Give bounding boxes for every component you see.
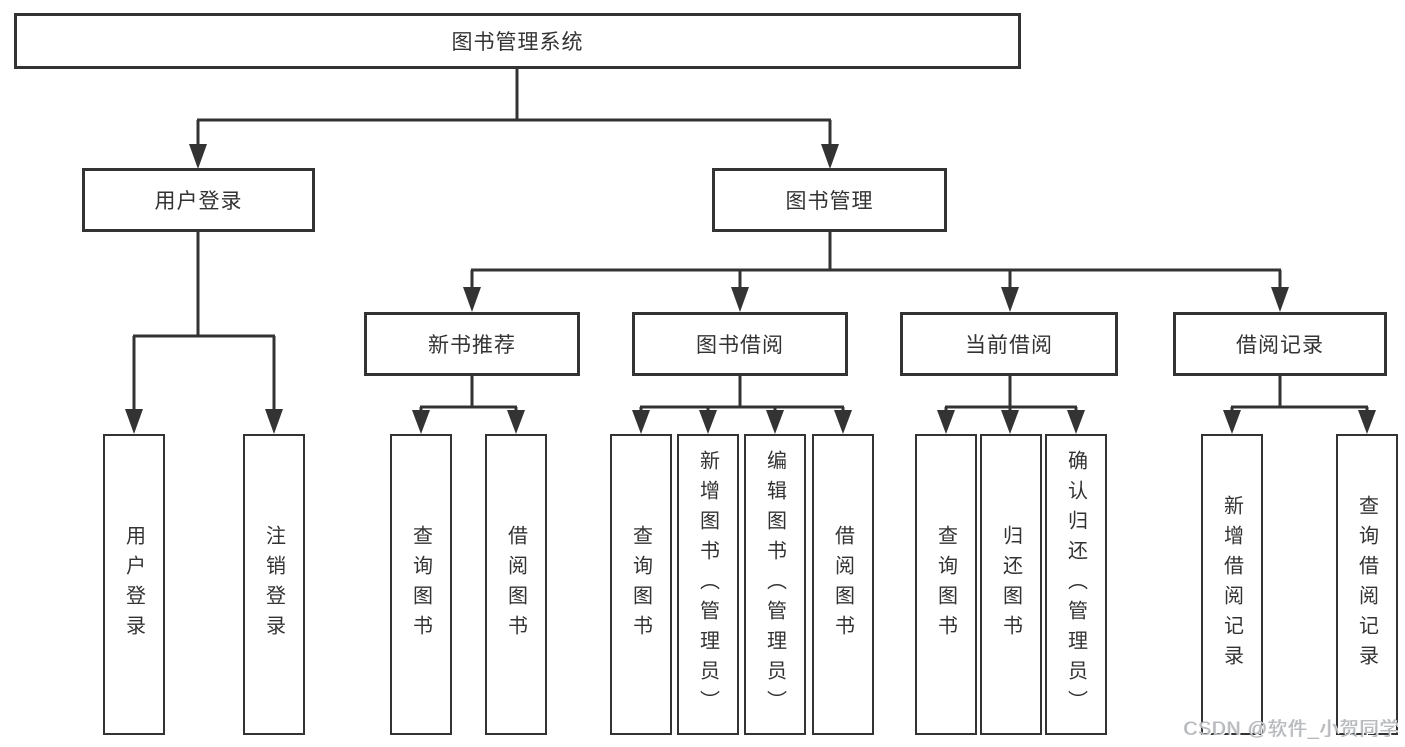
edges-root-to-level2 (189, 69, 839, 169)
leaf-borrow-edit-book-admin: 编辑图书（管理员） (744, 434, 806, 735)
leaf-recommend-query-book: 查询图书 (390, 434, 452, 735)
node-user-login: 用户登录 (82, 168, 315, 232)
leaf-logout: 注销登录 (243, 434, 305, 735)
edges-book-management-to-level3 (463, 232, 1289, 312)
node-borrow-records: 借阅记录 (1173, 312, 1387, 376)
node-book-borrow: 图书借阅 (632, 312, 848, 376)
leaf-records-query-record: 查询借阅记录 (1336, 434, 1398, 735)
node-root: 图书管理系统 (14, 13, 1021, 69)
leaf-records-add-record: 新增借阅记录 (1201, 434, 1263, 735)
leaf-borrow-add-book-admin: 新增图书（管理员） (677, 434, 739, 735)
leaf-recommend-borrow-book: 借阅图书 (485, 434, 547, 735)
leaf-current-confirm-return-admin: 确认归还（管理员） (1045, 434, 1107, 735)
node-new-book-recommend: 新书推荐 (364, 312, 580, 376)
node-book-management: 图书管理 (712, 168, 947, 232)
node-current-borrow: 当前借阅 (900, 312, 1118, 376)
leaf-current-return-book: 归还图书 (980, 434, 1042, 735)
edges-level3-to-leaves (412, 376, 1376, 434)
leaf-user-login: 用户登录 (103, 434, 165, 735)
leaf-borrow-borrow-book: 借阅图书 (812, 434, 874, 735)
csdn-watermark: CSDN @软件_小贺同学 (1184, 719, 1400, 740)
leaf-borrow-query-book: 查询图书 (610, 434, 672, 735)
leaf-current-query-book: 查询图书 (915, 434, 977, 735)
edges-user-login-children (125, 232, 283, 434)
